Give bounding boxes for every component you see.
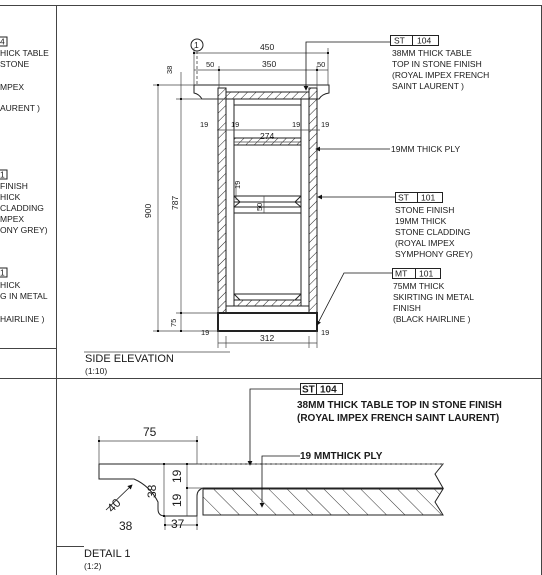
callout-3-line-2: 19MM THICK bbox=[395, 216, 447, 226]
dim-bottom-width: 312 bbox=[260, 333, 274, 343]
skirting bbox=[217, 312, 318, 332]
callout-4-line-2: SKIRTING IN METAL bbox=[393, 292, 474, 302]
detail-1-scale: (1:2) bbox=[84, 561, 102, 571]
leader-lines bbox=[303, 41, 395, 326]
callout-mt-101: MT 101 75MM THICK SKIRTING IN METAL FINI… bbox=[392, 268, 474, 324]
callout-1-code: ST bbox=[394, 36, 405, 46]
callout-3-code: ST bbox=[398, 193, 409, 203]
stone-top-profile bbox=[98, 463, 445, 517]
dim-ply-right-outer: 19 bbox=[321, 120, 329, 129]
callout-1-line-3: (ROYAL IMPEX FRENCH bbox=[392, 70, 489, 80]
dim-bottom-right: 19 bbox=[321, 328, 329, 337]
detail-dim-ply-lower: 19 bbox=[170, 493, 184, 507]
dim-ply-right-inner: 19 bbox=[292, 120, 300, 129]
left-note-2-line-2: HICK bbox=[0, 192, 21, 202]
dim-inner-width: 350 bbox=[262, 59, 276, 69]
detail-callout-st-104: ST 104 38MM THICK TABLE TOP IN STONE FIN… bbox=[247, 383, 502, 466]
left-note-1-line-4: AURENT ) bbox=[0, 103, 40, 113]
side-elevation-scale: (1:10) bbox=[85, 366, 107, 376]
left-note-2-line-3: CLADDING bbox=[0, 203, 44, 213]
left-note-2-line-1: FINISH bbox=[0, 181, 28, 191]
left-tag-1: 4 bbox=[0, 37, 5, 47]
detail-ply-label: 19 MMTHICK PLY bbox=[300, 451, 383, 462]
dim-overall-width: 450 bbox=[260, 42, 274, 52]
cabinet-body bbox=[217, 87, 318, 332]
detail-dim-radius: 40 bbox=[104, 496, 124, 516]
detail-dim-top-width: 75 bbox=[143, 425, 157, 439]
left-tag-box-2 bbox=[0, 169, 8, 180]
left-tag-box-1 bbox=[0, 36, 8, 47]
detail-dim-ply-upper: 19 bbox=[170, 469, 184, 483]
dim-skirting-height: 75 bbox=[169, 319, 178, 327]
callout-1-line-1: 38MM THICK TABLE bbox=[392, 48, 472, 58]
callout-3-line-4: (ROYAL IMPEX bbox=[395, 238, 455, 248]
callout-4-line-4: (BLACK HAIRLINE ) bbox=[393, 314, 471, 324]
left-note-1-line-3: MPEX bbox=[0, 82, 24, 92]
detail-dim-edge-height: 38 bbox=[145, 484, 159, 498]
callout-1-line-4: SAINT LAURENT ) bbox=[392, 81, 464, 91]
callout-4-line-3: FINISH bbox=[393, 303, 421, 313]
left-note-2-line-5: ONY GREY) bbox=[0, 225, 48, 235]
left-note-3-line-3: HAIRLINE ) bbox=[0, 314, 45, 324]
detail-1-title: DETAIL 1 bbox=[84, 548, 130, 560]
dim-bottom-left: 19 bbox=[201, 328, 209, 337]
detail-callout-number: 104 bbox=[320, 385, 337, 396]
upper-shelf bbox=[233, 137, 302, 146]
dim-overall-height: 900 bbox=[143, 204, 153, 218]
left-column-notes: 4 HICK TABLE STONE MPEX AURENT ) 1 FINIS… bbox=[0, 36, 49, 324]
callout-4-line-1: 75MM THICK bbox=[393, 281, 445, 291]
dim-left-overhang: 50 bbox=[206, 60, 214, 69]
callout-4-code: MT bbox=[395, 269, 407, 279]
mid-shelf-bottom bbox=[233, 206, 302, 214]
dim-shelf-ply: 19 bbox=[233, 181, 242, 189]
mid-shelf-top bbox=[233, 195, 302, 203]
callout-4-number: 101 bbox=[419, 269, 433, 279]
detail-dim-ply-width: 37 bbox=[171, 517, 185, 531]
dim-internal-width: 274 bbox=[260, 131, 274, 141]
callout-3-line-1: STONE FINISH bbox=[395, 205, 454, 215]
callout-st-101: ST 101 STONE FINISH 19MM THICK STONE CLA… bbox=[395, 192, 473, 259]
grid-bubble-label: 1 bbox=[194, 40, 199, 50]
callout-1-line-2: TOP IN STONE FINISH bbox=[392, 59, 482, 69]
left-tag-2: 1 bbox=[0, 170, 5, 180]
detail-dim-bottom-width: 38 bbox=[119, 519, 133, 533]
dim-ply-left-inner: 19 bbox=[231, 120, 239, 129]
ply-hatched bbox=[202, 488, 444, 516]
left-tag-box-3 bbox=[0, 267, 8, 278]
dim-shelf-height: 50 bbox=[255, 203, 264, 211]
detail-callout-line-2: (ROYAL IMPEX FRENCH SAINT LAURENT) bbox=[297, 413, 499, 424]
dimension-ticks bbox=[157, 52, 329, 332]
callout-1-number: 104 bbox=[417, 36, 431, 46]
dim-right-overhang: 50 bbox=[317, 60, 325, 69]
callout-st-104: ST 104 38MM THICK TABLE TOP IN STONE FIN… bbox=[390, 35, 489, 91]
detail-callout-line-1: 38MM THICK TABLE TOP IN STONE FINISH bbox=[297, 400, 502, 411]
left-note-1-line-1: HICK TABLE bbox=[0, 48, 49, 58]
left-note-2-line-4: MPEX bbox=[0, 214, 24, 224]
left-note-3-line-1: HICK bbox=[0, 280, 21, 290]
callout-ply-label: 19MM THICK PLY bbox=[391, 144, 460, 154]
detail-1: 75 38 40 38 19 19 37 ST 104 38MM THICK T… bbox=[84, 383, 502, 571]
dim-ply-left-outer: 19 bbox=[200, 120, 208, 129]
left-note-3-line-2: G IN METAL bbox=[0, 291, 48, 301]
dim-body-height: 787 bbox=[170, 196, 180, 210]
left-tag-3: 1 bbox=[0, 268, 5, 278]
side-elevation-title: SIDE ELEVATION bbox=[85, 353, 174, 365]
left-note-1-line-2: STONE bbox=[0, 59, 29, 69]
callout-3-line-3: STONE CLADDING bbox=[395, 227, 470, 237]
callout-3-line-5: SYMPHONY GREY) bbox=[395, 249, 473, 259]
side-elevation: 1 bbox=[84, 35, 489, 376]
detail-callout-code: ST bbox=[302, 385, 315, 396]
dim-top-thickness: 38 bbox=[165, 66, 174, 74]
callout-3-number: 101 bbox=[421, 193, 435, 203]
